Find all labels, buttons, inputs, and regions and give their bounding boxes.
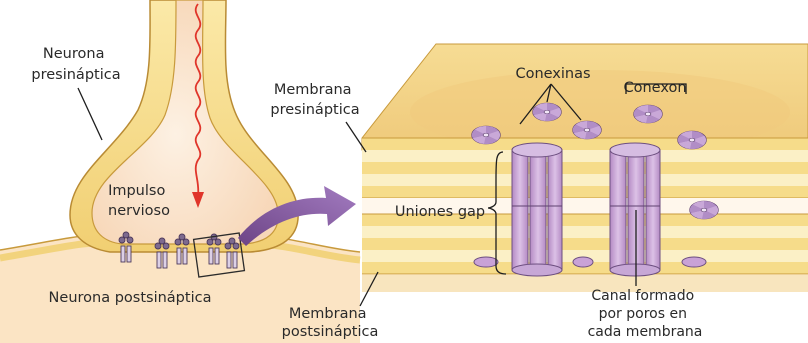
label-postsynaptic-neuron: Neurona postsináptica bbox=[49, 290, 212, 306]
svg-text:Neurona postsináptica: Neurona postsináptica bbox=[49, 290, 212, 306]
svg-text:Conexon: Conexon bbox=[623, 80, 686, 96]
svg-text:Canal formado por poros: Canal formado por poros en cada membrana bbox=[588, 288, 703, 340]
channel-right bbox=[610, 143, 660, 276]
svg-text:Membrana presináptica: Membrana presináptica bbox=[270, 82, 359, 118]
svg-text:Uniones gap: Uniones gap bbox=[395, 204, 485, 220]
label-presynaptic-neuron: Neurona presináptica bbox=[31, 46, 120, 140]
label-presynaptic-membrane: Membrana presináptica bbox=[270, 82, 366, 152]
channel-left bbox=[512, 143, 562, 276]
presynaptic-neuron-terminal bbox=[70, 0, 298, 252]
label-connexon: Conexon bbox=[623, 80, 686, 96]
svg-text:Conexinas: Conexinas bbox=[515, 66, 590, 82]
svg-text:Neurona presináptica: Neurona presináptica bbox=[31, 46, 120, 83]
